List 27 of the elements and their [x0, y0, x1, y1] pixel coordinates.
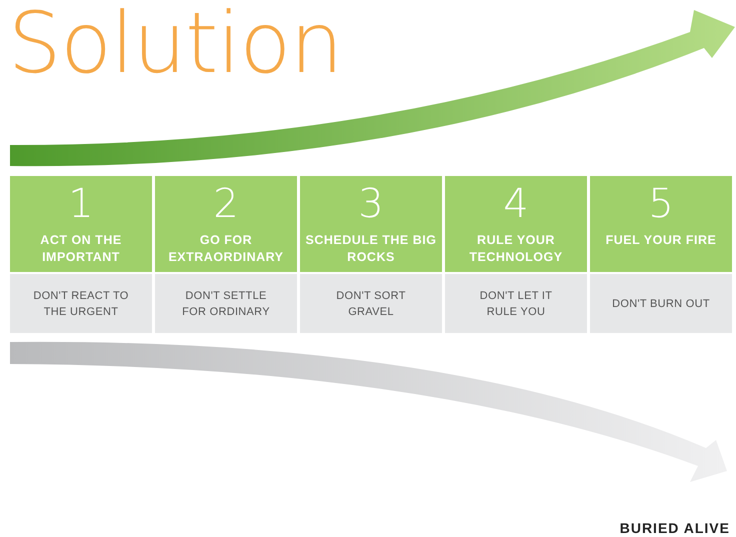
step-heading: GO FOR EXTRAORDINARY	[167, 232, 285, 266]
step-note: DON'T REACT TO THE URGENT	[32, 288, 130, 320]
step-number: 1	[68, 182, 94, 226]
title: Solution	[8, 0, 342, 92]
step-number: 2	[213, 182, 239, 226]
step-heading: RULE YOUR TECHNOLOGY	[468, 232, 564, 266]
caption-label: BURIED ALIVE	[620, 520, 730, 536]
step-card	[300, 176, 442, 272]
step-card	[590, 176, 732, 272]
step-card	[10, 176, 152, 272]
step-card	[445, 176, 587, 272]
step-card	[155, 176, 297, 272]
step-note: DON'T SORT GRAVEL	[335, 288, 407, 320]
step-heading: ACT ON THE IMPORTANT	[39, 232, 123, 266]
note-card	[445, 274, 587, 333]
step-heading: FUEL YOUR FIRE	[604, 232, 718, 249]
step-note: DON'T BURN OUT	[611, 296, 711, 312]
step-number: 4	[503, 182, 529, 226]
note-card	[590, 274, 732, 333]
step-note: DON'T LET IT RULE YOU	[478, 288, 554, 320]
step-number: 5	[648, 182, 674, 226]
note-card	[300, 274, 442, 333]
note-card	[10, 274, 152, 333]
note-card	[155, 274, 297, 333]
step-number: 3	[358, 182, 384, 226]
step-note: DON'T SETTLE FOR ORDINARY	[181, 288, 271, 320]
step-heading: SCHEDULE THE BIG ROCKS	[304, 232, 438, 266]
